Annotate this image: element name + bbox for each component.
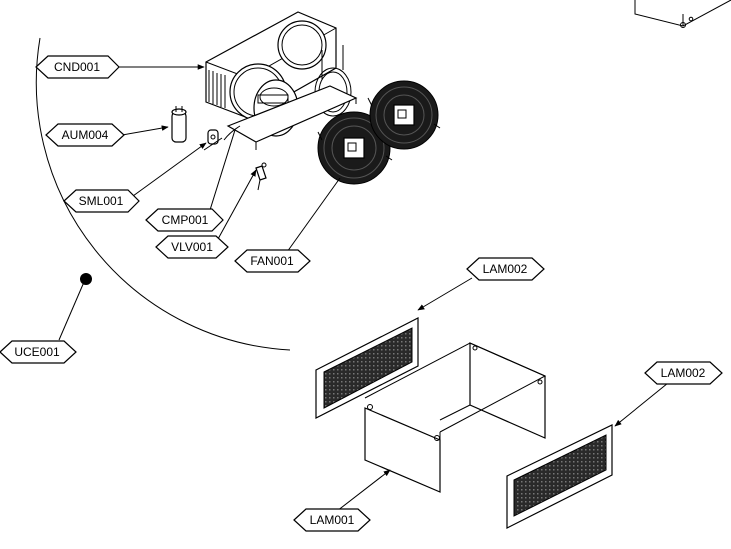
frame-box	[364, 342, 547, 493]
callout-fan001: FAN001	[234, 249, 311, 273]
callout-lam002-right: LAM002	[644, 361, 723, 385]
callout-fan001-label: FAN001	[250, 254, 294, 268]
fan-unit-1	[317, 111, 393, 185]
fan-unit-2	[367, 80, 441, 150]
callout-cmp001: CMP001	[145, 208, 224, 232]
cabinet-corner	[634, 0, 731, 28]
callout-uce001-label: UCE001	[14, 345, 60, 359]
sight-glass	[203, 129, 223, 151]
callout-lam001: LAM001	[293, 508, 371, 532]
callout-cmp001-label: CMP001	[162, 213, 209, 227]
callout-lam002-top-label: LAM002	[483, 262, 528, 276]
callout-vlv001: VLV001	[155, 235, 229, 259]
callout-lam002-right-label: LAM002	[661, 366, 706, 380]
callout-cnd001-label: CND001	[54, 60, 100, 74]
callout-aum004-label: AUM004	[62, 128, 109, 142]
assembly-arc	[35, 37, 291, 351]
side-panel-right	[506, 424, 613, 529]
callout-cnd001: CND001	[35, 55, 120, 79]
accumulator	[171, 106, 187, 143]
side-panel-left	[315, 317, 419, 419]
callout-lam002-top: LAM002	[466, 257, 545, 281]
callout-lam001-label: LAM001	[310, 513, 355, 527]
assembly-dot	[80, 273, 92, 285]
leader-lines	[58, 64, 669, 512]
valve	[255, 162, 267, 191]
callout-vlv001-label: VLV001	[171, 240, 213, 254]
callout-sml001: SML001	[63, 189, 140, 213]
condensing-unit	[205, 11, 358, 150]
callout-uce001: UCE001	[0, 340, 77, 364]
callout-aum004: AUM004	[45, 123, 125, 147]
callout-sml001-label: SML001	[79, 194, 124, 208]
